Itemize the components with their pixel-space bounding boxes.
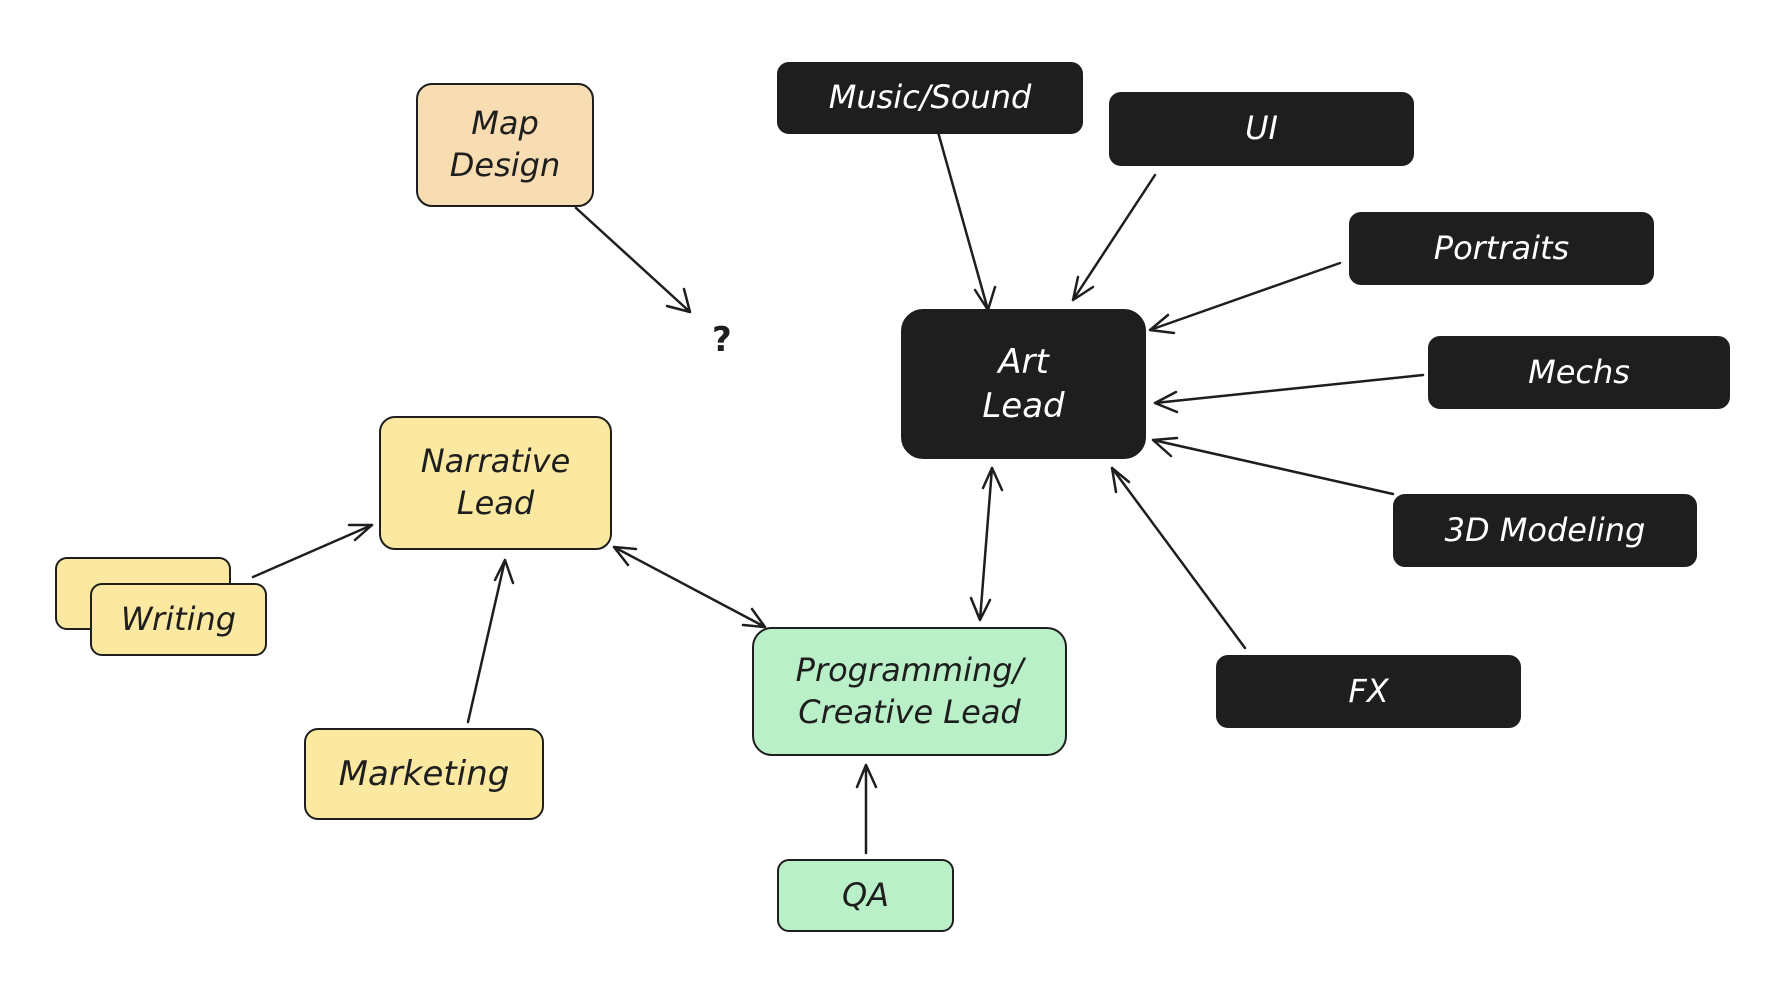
node-fx[interactable]: FX	[1216, 655, 1521, 728]
unknown-marker: ?	[712, 320, 732, 360]
arrow-mechs-to-art-lead	[1153, 373, 1425, 414]
node-marketing-label: Marketing	[338, 753, 510, 794]
node-art-lead[interactable]: Art Lead	[901, 309, 1146, 459]
node-ui[interactable]: UI	[1109, 92, 1414, 166]
node-qa[interactable]: QA	[777, 859, 954, 932]
node-marketing[interactable]: Marketing	[304, 728, 544, 820]
arrow-narrative-programming	[612, 545, 767, 629]
arrow-marketing-to-narrative	[466, 558, 515, 724]
arrow-qa-to-programming	[855, 763, 878, 855]
node-ui-label: UI	[1245, 109, 1278, 148]
arrow-music-to-art-lead	[936, 130, 997, 312]
arrow-portraits-to-art-lead	[1148, 261, 1342, 335]
node-writing[interactable]: Writing	[90, 583, 267, 656]
arrow-ui-to-art-lead	[1071, 173, 1157, 302]
node-music-sound-label: Music/Sound	[828, 78, 1032, 117]
node-map-design-label: Map Design	[449, 104, 561, 184]
arrow-3d-modeling-to-art-lead	[1151, 436, 1395, 496]
node-mechs-label: Mechs	[1528, 352, 1630, 391]
node-map-design[interactable]: Map Design	[416, 83, 594, 207]
node-art-lead-label: Art Lead	[982, 341, 1065, 426]
arrow-fx-to-art-lead	[1110, 466, 1247, 650]
node-mechs[interactable]: Mechs	[1428, 336, 1730, 409]
arrow-art-lead-programming	[969, 466, 1004, 622]
node-narrative-lead[interactable]: Narrative Lead	[379, 416, 612, 550]
node-3d-modeling-label: 3D Modeling	[1444, 510, 1646, 549]
node-portraits[interactable]: Portraits	[1349, 212, 1654, 285]
node-fx-label: FX	[1348, 671, 1389, 710]
node-qa-label: QA	[841, 875, 890, 914]
node-programming-lead-label: Programming/ Creative Lead	[795, 650, 1024, 731]
node-3d-modeling[interactable]: 3D Modeling	[1393, 494, 1697, 567]
node-programming-lead[interactable]: Programming/ Creative Lead	[752, 627, 1067, 756]
node-writing-label: Writing	[120, 599, 237, 638]
node-music-sound[interactable]: Music/Sound	[777, 62, 1083, 134]
node-narrative-lead-label: Narrative Lead	[420, 442, 571, 522]
arrow-map-design-to-unknown	[574, 206, 692, 314]
arrow-writing-to-narrative	[251, 523, 374, 579]
node-portraits-label: Portraits	[1433, 228, 1570, 267]
